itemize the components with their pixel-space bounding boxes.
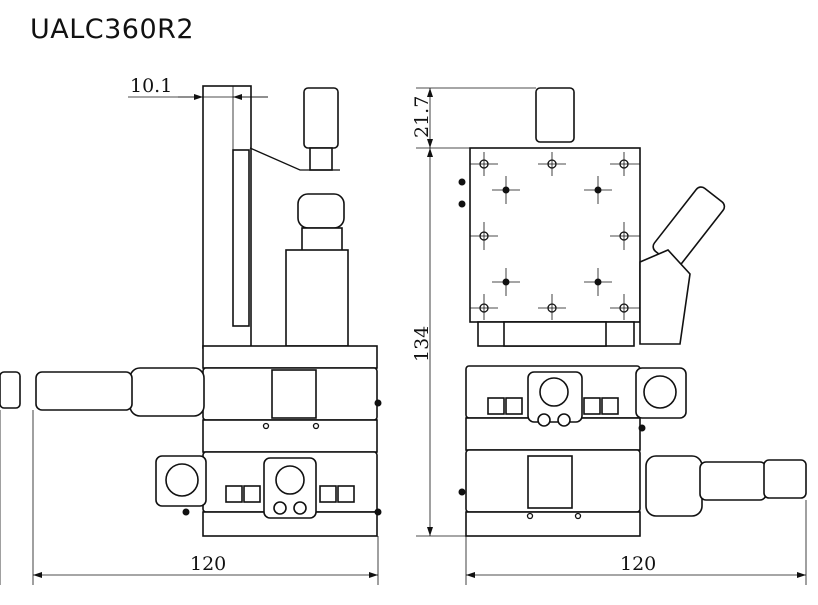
front-view [458, 87, 807, 537]
front-bottom-base [465, 511, 641, 537]
right-micrometer-body [645, 455, 703, 517]
top-plate [469, 147, 641, 323]
left-micrometer-body [129, 367, 205, 417]
top-micrometer-knob [297, 193, 345, 229]
dim-head-height: 21.7 [411, 96, 433, 138]
mount-plate [202, 345, 378, 369]
right-micrometer-barrel [699, 461, 767, 501]
top-plate-carriage [503, 321, 607, 347]
dim-width-right: 120 [620, 553, 656, 575]
drawing-title: UALC360R2 [30, 14, 195, 45]
middle-stage-carriage [271, 369, 317, 419]
front-bottom-carriage [527, 455, 573, 509]
top-stage-block [285, 249, 349, 347]
left-micrometer-tip [0, 371, 21, 409]
top-micrometer-head [303, 87, 339, 149]
side-view [0, 85, 382, 537]
left-micrometer-barrel [35, 371, 133, 411]
dim-total-height: 134 [411, 326, 433, 362]
dimension-lines [0, 86, 807, 585]
dim-width-left: 120 [190, 553, 226, 575]
front-middle-base [465, 417, 641, 451]
dim-top-offset: 10.1 [130, 75, 172, 97]
right-micrometer-thimble [763, 459, 807, 499]
bracket-slot [232, 149, 250, 327]
top-micrometer-neck [309, 147, 333, 171]
middle-stage-base [202, 419, 378, 453]
front-micrometer-head [535, 87, 575, 143]
